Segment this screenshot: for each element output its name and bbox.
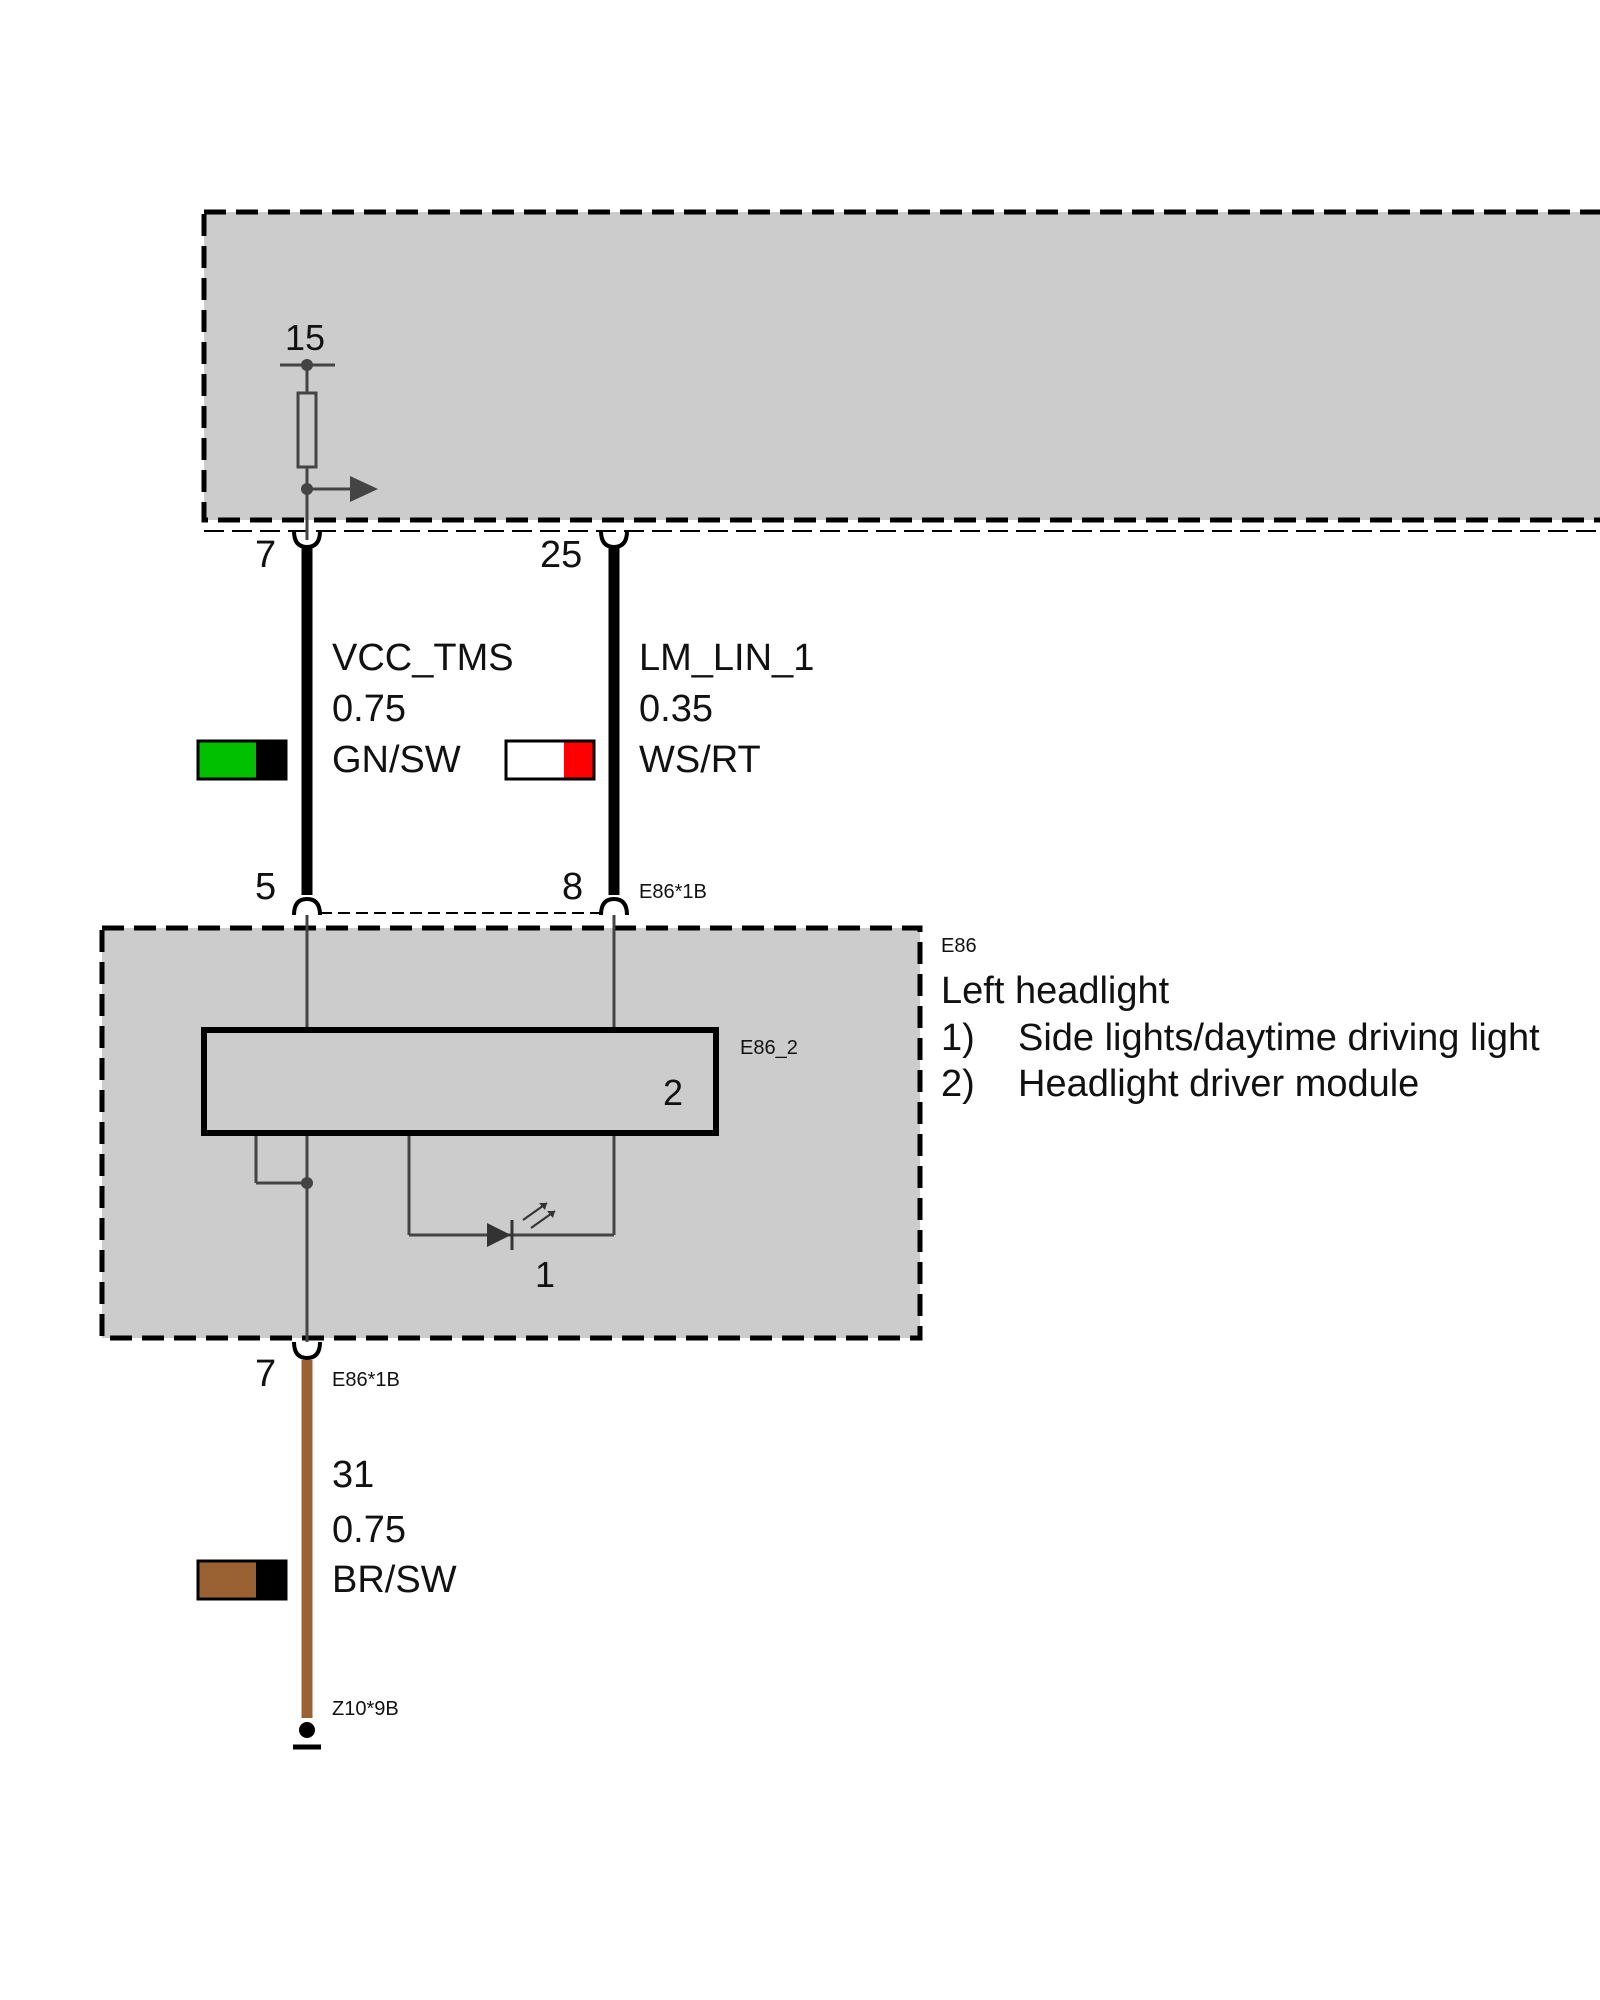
top-control-module [201, 209, 1600, 532]
connector-lower-label: E86*1B [332, 1369, 400, 1391]
component-title: Left headlight [941, 970, 1170, 1012]
pin-top-left: 7 [255, 534, 276, 576]
wire-ground-31 [292, 1341, 322, 1750]
wire-gauge-lin: 0.35 [639, 688, 713, 730]
component-id: E86 [941, 935, 977, 957]
pin-mid-right: 8 [562, 866, 583, 908]
supply-circuit [280, 359, 378, 540]
connector-upper-label: E86*1B [639, 881, 707, 903]
wire-gauge-vcc: 0.75 [332, 688, 406, 730]
driver-module-id: E86_2 [740, 1037, 798, 1059]
driver-module-number: 2 [663, 1072, 683, 1113]
led-icon [487, 1202, 556, 1250]
wire-color-ground: BR/SW [332, 1559, 457, 1601]
wire-signal-vcc: VCC_TMS [332, 637, 514, 679]
wire-signal-lin: LM_LIN_1 [639, 637, 814, 679]
pin-mid-left: 5 [255, 866, 276, 908]
ground-connector-label: Z10*9B [332, 1698, 399, 1720]
component-item-2-text: Headlight driver module [1018, 1063, 1419, 1105]
color-swatch-gn-sw [196, 739, 288, 781]
wire-color-lin: WS/RT [639, 739, 761, 781]
led-number: 1 [535, 1254, 555, 1295]
wire-signal-ground: 31 [332, 1454, 374, 1496]
pin-bottom-left: 7 [255, 1353, 276, 1395]
wire-vcc-tms [292, 530, 322, 916]
wire-lm-lin-1 [599, 530, 629, 916]
terminal-15-label: 15 [285, 317, 325, 358]
component-item-1-text: Side lights/daytime driving light [1018, 1017, 1540, 1059]
component-item-2-num: 2) [941, 1063, 975, 1105]
color-swatch-ws-rt [504, 739, 596, 781]
wire-color-vcc: GN/SW [332, 739, 461, 781]
pin-top-right: 25 [540, 534, 582, 576]
component-item-1-num: 1) [941, 1017, 975, 1059]
wire-gauge-ground: 0.75 [332, 1509, 406, 1551]
output-arrow-icon [350, 476, 378, 502]
driver-module-box [201, 1027, 719, 1136]
color-swatch-br-sw [196, 1559, 288, 1601]
